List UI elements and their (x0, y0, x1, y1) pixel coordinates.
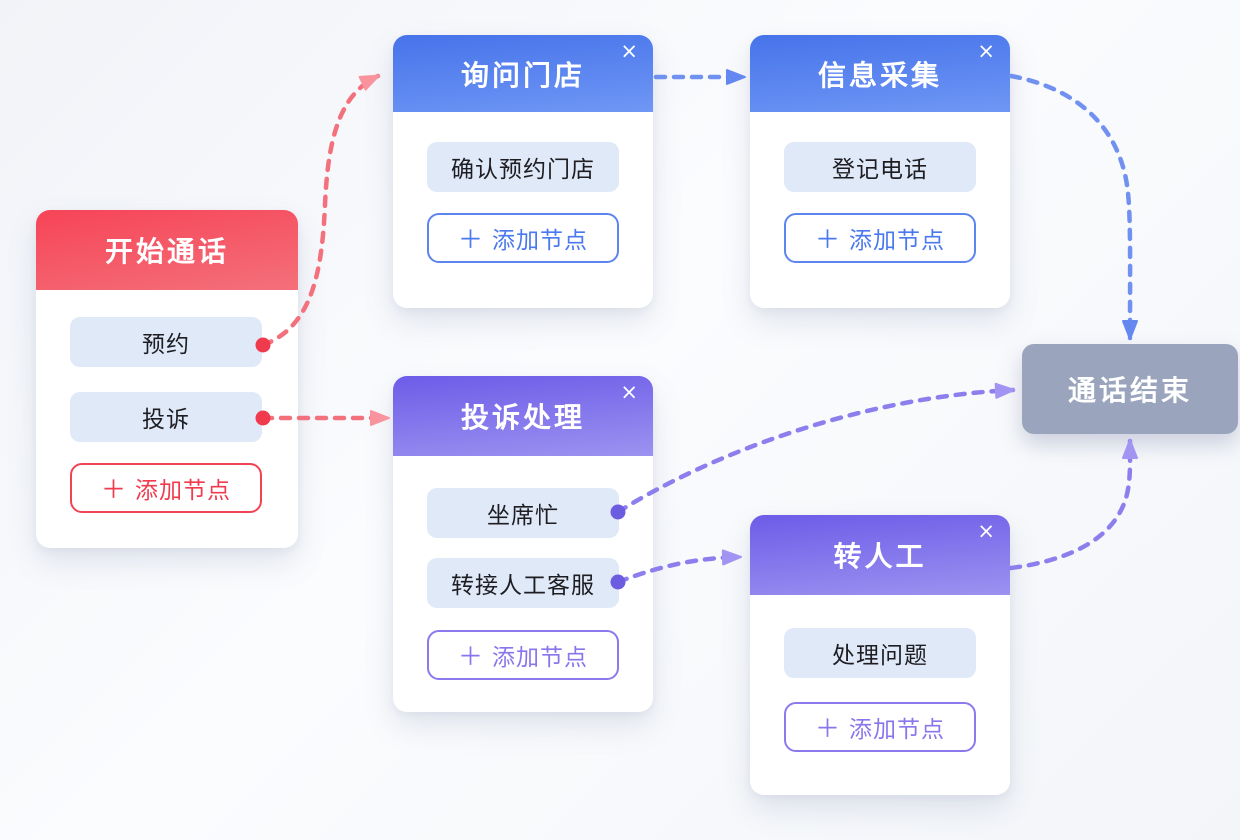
node-start-call-header[interactable]: 开始通话 (36, 210, 298, 290)
add-node-button[interactable]: ＋ 添加节点 (427, 213, 619, 263)
node-transfer-human-header[interactable]: 转人工 × (750, 515, 1010, 595)
close-icon[interactable]: × (977, 519, 995, 543)
node-title: 开始通话 (104, 235, 229, 268)
add-node-button[interactable]: ＋ 添加节点 (784, 702, 976, 752)
node-info-collect[interactable]: 信息采集 × 登记电话 ＋ 添加节点 (750, 35, 1010, 308)
edge-info-collect-to-end-call (1008, 73, 1139, 341)
add-node-label: 添加节点 (135, 478, 231, 504)
plus-icon: ＋ (100, 475, 127, 504)
plus-icon: ＋ (457, 225, 484, 254)
node-title: 信息采集 (817, 58, 942, 92)
plus-icon: ＋ (814, 225, 841, 254)
add-node-label: 添加节点 (849, 228, 945, 254)
item-transfer-human-agent[interactable]: 转接人工客服 (427, 558, 619, 608)
node-ask-store-header[interactable]: 询问门店 × (393, 35, 653, 112)
node-info-collect-header[interactable]: 信息采集 × (750, 35, 1010, 112)
close-icon[interactable]: × (620, 39, 638, 63)
item-register-phone[interactable]: 登记电话 (784, 142, 976, 192)
close-icon[interactable]: × (977, 39, 995, 63)
plus-icon: ＋ (814, 714, 841, 743)
node-end-call[interactable]: 通话结束 (1022, 344, 1238, 434)
add-node-label: 添加节点 (492, 228, 588, 254)
item-handle-issue[interactable]: 处理问题 (784, 628, 976, 678)
add-node-button[interactable]: ＋ 添加节点 (427, 630, 619, 680)
edge-transfer-node-to-end-call (1008, 438, 1139, 571)
node-complaint-handling-header[interactable]: 投诉处理 × (393, 376, 653, 456)
node-title: 询问门店 (460, 58, 585, 92)
plus-icon: ＋ (457, 642, 484, 671)
node-transfer-human[interactable]: 转人工 × 处理问题 ＋ 添加节点 (750, 515, 1010, 795)
node-title: 投诉处理 (460, 401, 585, 434)
node-title: 转人工 (833, 540, 927, 573)
close-icon[interactable]: × (620, 380, 638, 404)
item-agent-busy[interactable]: 坐席忙 (427, 488, 619, 538)
edge-agent-busy-to-end-call (615, 382, 1016, 515)
add-node-label: 添加节点 (849, 717, 945, 743)
item-confirm-store[interactable]: 确认预约门店 (427, 142, 619, 192)
node-start-call[interactable]: 开始通话 预约 投诉 ＋ 添加节点 (36, 210, 298, 548)
add-node-button[interactable]: ＋ 添加节点 (784, 213, 976, 263)
node-ask-store[interactable]: 询问门店 × 确认预约门店 ＋ 添加节点 (393, 35, 653, 308)
item-appointment[interactable]: 预约 (70, 317, 262, 367)
node-complaint-handling[interactable]: 投诉处理 × 坐席忙 转接人工客服 ＋ 添加节点 (393, 376, 653, 712)
add-node-button[interactable]: ＋ 添加节点 (70, 463, 262, 513)
node-title: 通话结束 (1067, 374, 1192, 407)
add-node-label: 添加节点 (492, 645, 588, 671)
item-complaint[interactable]: 投诉 (70, 392, 262, 442)
